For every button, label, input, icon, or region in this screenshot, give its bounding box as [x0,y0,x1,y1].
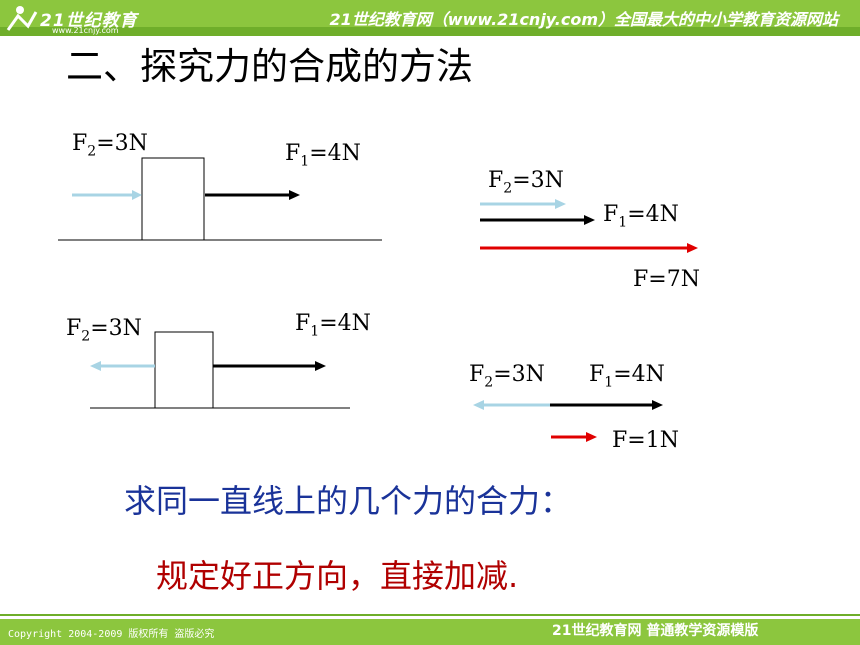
slide-title: 二、探究力的合成的方法 [66,45,473,88]
arrow-f2 [473,400,550,410]
logo-url: www.21cnjy.com [52,26,119,35]
footer-line [0,614,860,616]
label-f2: F2=3N [488,168,564,197]
label-f1: F1=4N [285,141,361,170]
label-f1: F1=4N [295,311,371,340]
label-f2: F2=3N [72,131,148,160]
block [141,157,205,241]
label-f1: F1=4N [603,202,679,231]
arrow-f2 [72,190,142,200]
header-band [0,27,860,36]
footer-bar [0,619,860,645]
arrow-f2 [90,361,155,371]
footer-copyright: Copyright 2004-2009 版权所有 盗版必究 [8,629,215,640]
label-f2: F2=3N [469,362,545,391]
label-f1: F1=4N [589,362,665,391]
arrow-resultant [551,432,597,442]
arrow-f1 [550,400,663,410]
diagram-4 [473,400,663,442]
arrow-f1 [213,361,326,371]
label-f2: F2=3N [66,316,142,345]
diagram-1 [58,157,382,241]
label-resultant: F=7N [633,267,700,292]
footer-brand: 21世纪教育网 普通教学资源模版 [552,623,759,639]
diagram-3 [90,331,350,409]
arrow-f2 [480,199,566,209]
diagram-2 [480,199,698,253]
label-resultant: F=1N [612,428,679,453]
arrow-f1 [480,215,595,225]
rule-line-1: 求同一直线上的几个力的合力： [124,482,573,520]
header-slogan: 21世纪教育网（www.21cnjy.com）全国最大的中小学教育资源网站 [329,10,838,29]
arrow-resultant [480,243,698,253]
arrow-f1 [205,190,300,200]
rule-line-2: 规定好正方向，直接加减. [156,557,519,595]
logo-icon [6,6,38,31]
block [154,331,214,409]
logo-text: 21世纪教育 [40,11,138,31]
